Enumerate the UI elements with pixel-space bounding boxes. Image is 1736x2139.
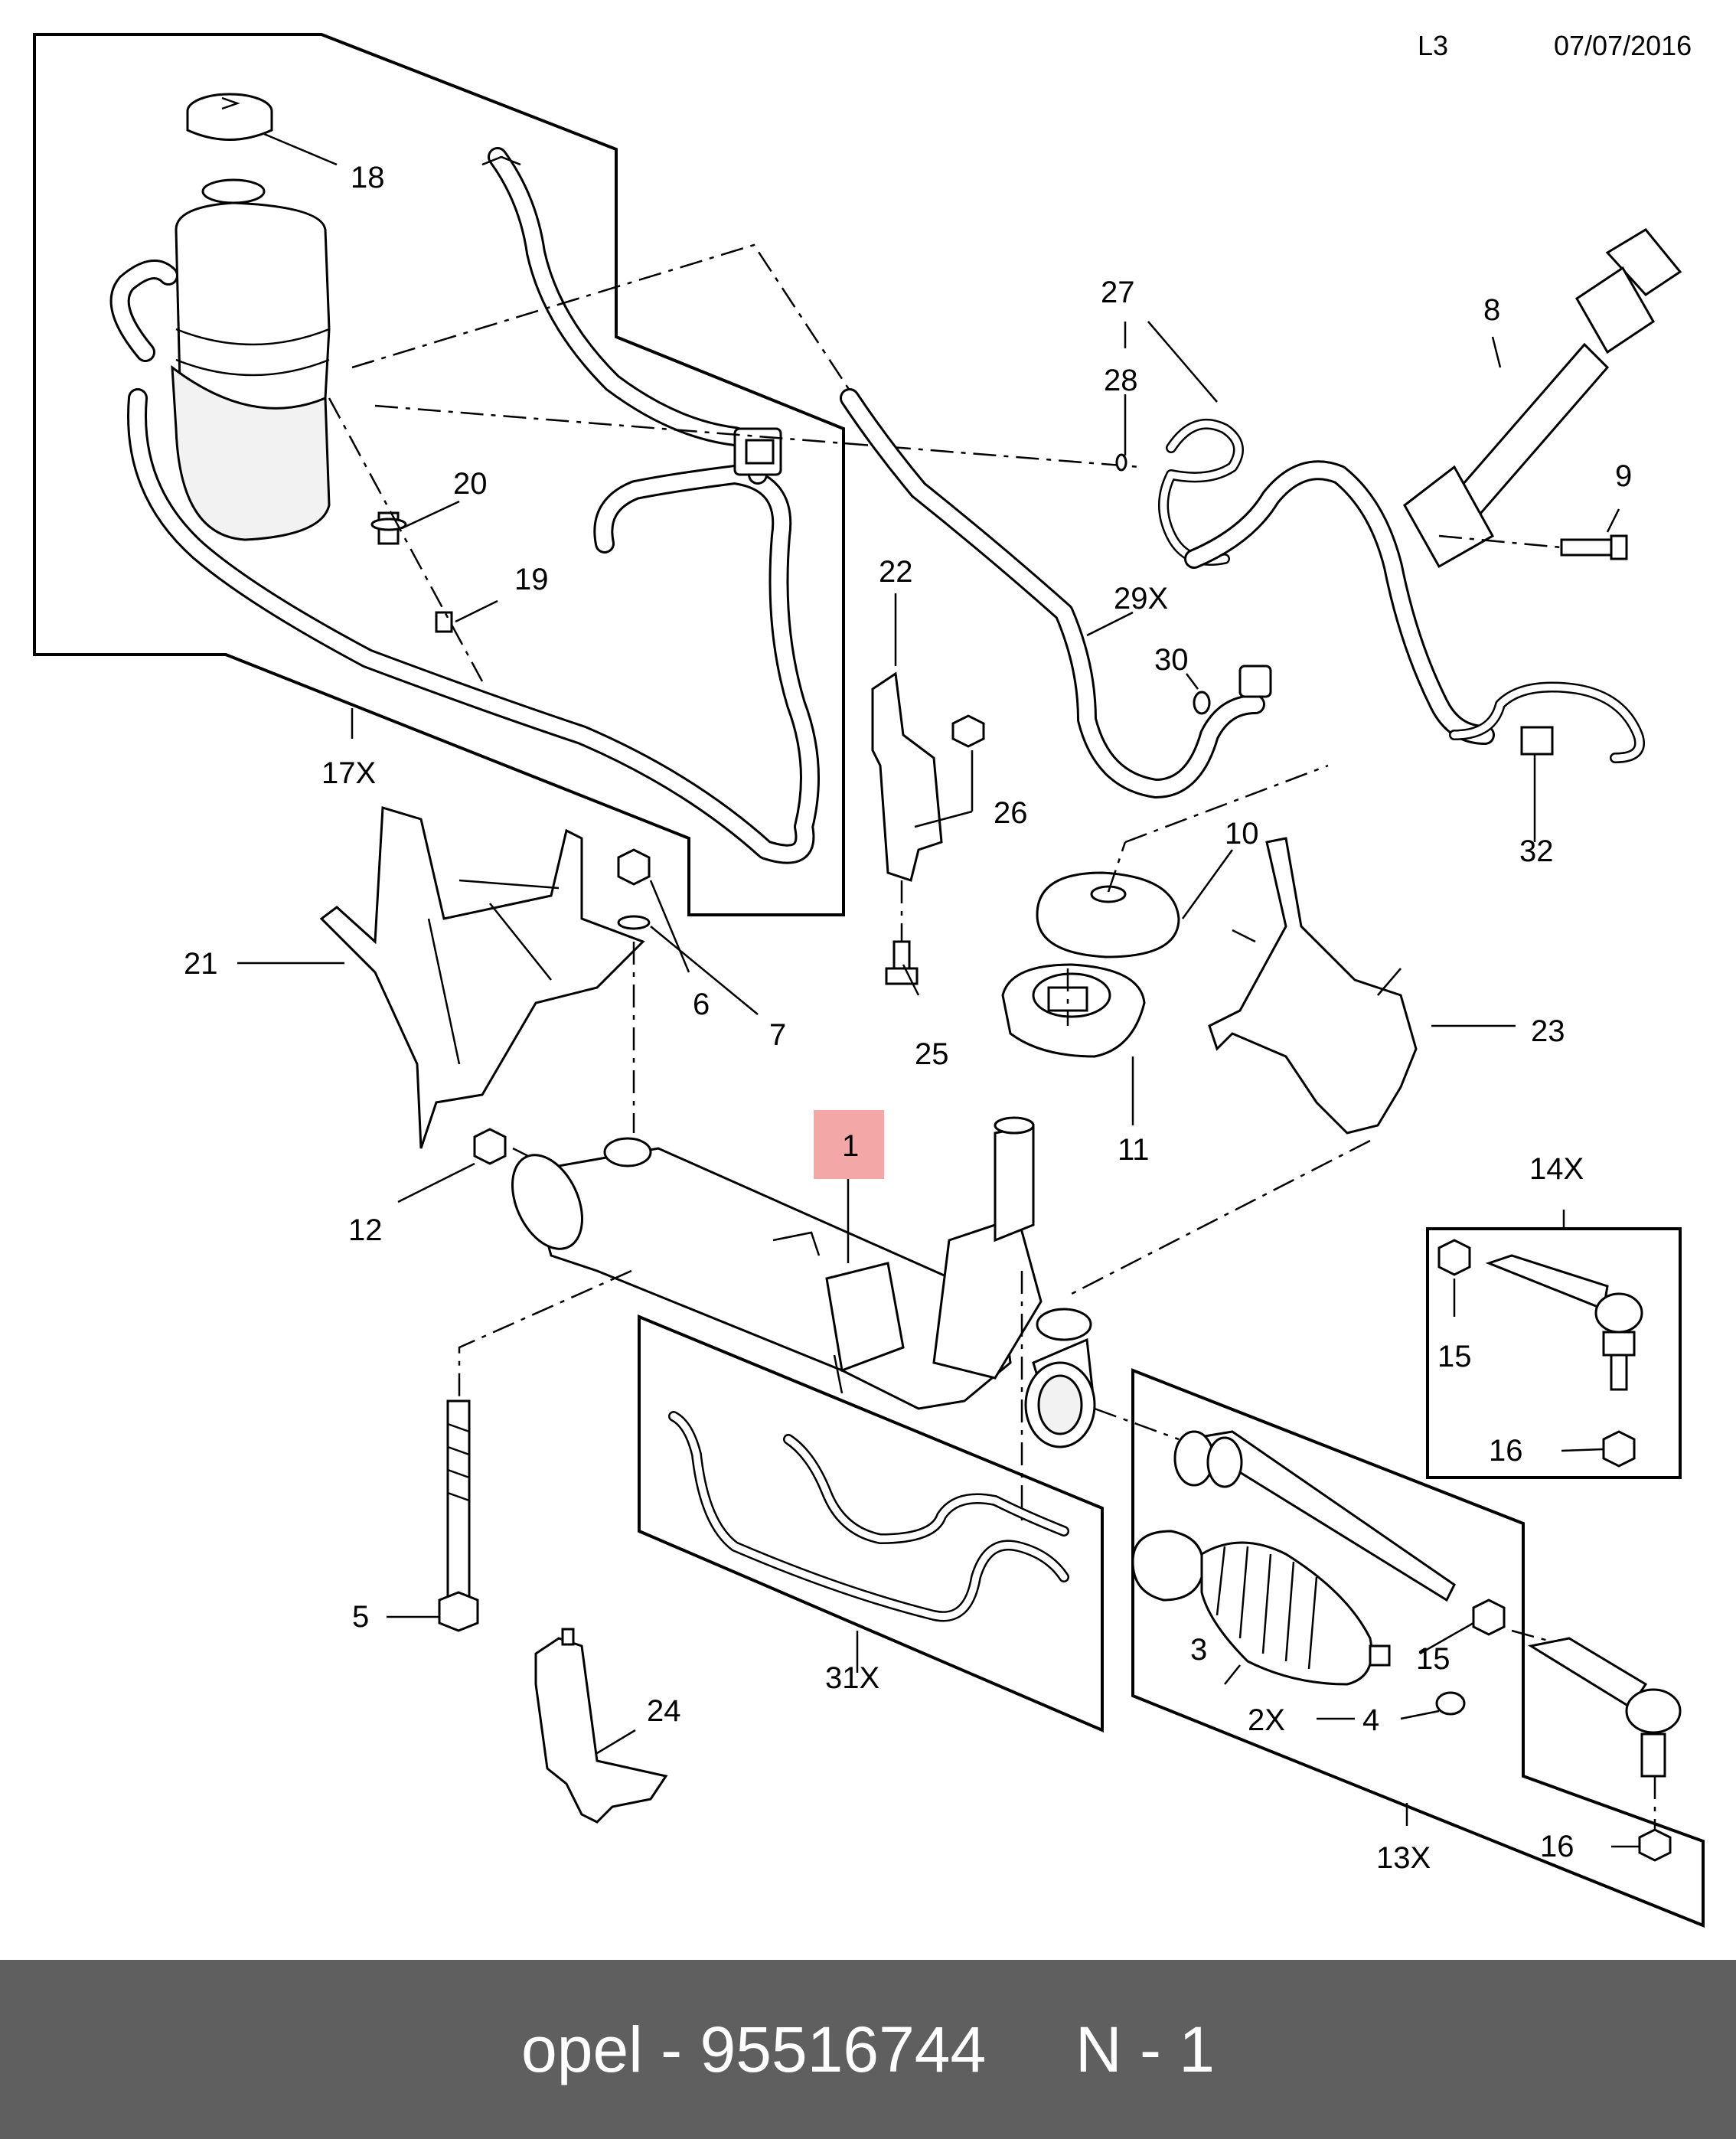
- callout-14x: 14X: [1529, 1152, 1584, 1186]
- nut-part-6: [617, 848, 651, 886]
- callout-20: 20: [453, 467, 488, 501]
- callout-2x: 2X: [1248, 1703, 1285, 1737]
- fitting-hose-end: [1238, 665, 1272, 698]
- callout-1: 1: [842, 1129, 859, 1163]
- callout-32: 32: [1519, 834, 1554, 868]
- nut-part-15-a: [1437, 1239, 1471, 1276]
- callout-13x: 13X: [1376, 1841, 1431, 1875]
- callout-8: 8: [1483, 293, 1500, 327]
- footer-bar: opel - 95516744 N - 1: [0, 1960, 1736, 2139]
- footer-note: N - 1: [1075, 2013, 1215, 2085]
- screw-part-25: [885, 940, 919, 985]
- callout-22: 22: [879, 555, 913, 589]
- oring-part-28: [1115, 453, 1127, 472]
- header-code: L3: [1418, 30, 1448, 61]
- pipe-31x-a: [668, 1411, 1069, 1622]
- outer-tie-rod-end: [1527, 1637, 1682, 1778]
- group-17x-outline: [33, 33, 845, 916]
- callout-29x: 29X: [1114, 582, 1168, 616]
- callout-9: 9: [1615, 459, 1632, 493]
- callout-24: 24: [647, 1694, 681, 1728]
- callout-16-a: 16: [1489, 1434, 1523, 1468]
- leader-dash-17x: [351, 243, 851, 391]
- callout-21: 21: [184, 947, 218, 981]
- callout-5: 5: [352, 1600, 369, 1634]
- steering-rack-part-1: [511, 1116, 1096, 1448]
- oring-part-30: [1193, 691, 1211, 715]
- nut-part-15-b: [1472, 1599, 1506, 1636]
- group-13x-outline: [1131, 1368, 1705, 1928]
- cover-part-10: [1036, 871, 1180, 958]
- callout-26: 26: [994, 796, 1028, 830]
- footer-part-number: 95516744: [700, 2013, 987, 2085]
- callout-31x: 31X: [825, 1661, 879, 1695]
- highlight-part-1: [814, 1110, 884, 1179]
- callout-18: 18: [351, 161, 385, 194]
- callout-27: 27: [1101, 276, 1135, 309]
- callout-23: 23: [1531, 1014, 1565, 1048]
- bracket-part-23: [1208, 837, 1418, 1135]
- tie-rod-end-part-14x: [1485, 1254, 1643, 1391]
- callout-12: 12: [348, 1213, 383, 1247]
- reservoir-cap-part-18: [186, 93, 273, 141]
- callout-25: 25: [915, 1037, 949, 1071]
- callout-30: 30: [1154, 643, 1189, 677]
- steering-parts-diagram: L3 07/07/2016: [33, 30, 1705, 1928]
- group-31x-outline: [638, 1314, 1104, 1733]
- intermediate-shaft-part-8: [1403, 228, 1682, 569]
- callout-19: 19: [514, 563, 549, 596]
- bellows-2x: [1200, 1541, 1391, 1686]
- callout-4: 4: [1362, 1703, 1379, 1737]
- nut-part-12: [473, 1128, 507, 1165]
- nut-part-16-a: [1602, 1430, 1636, 1468]
- callout-15-a: 15: [1437, 1340, 1472, 1373]
- bolt-part-9: [1560, 534, 1628, 560]
- clamp-part-4: [1435, 1691, 1466, 1716]
- callout-10: 10: [1225, 817, 1259, 851]
- group-14x-outline: [1426, 1227, 1682, 1479]
- inner-tie-rod: [1173, 1430, 1456, 1602]
- clip-part-19: [435, 611, 453, 633]
- callout-7: 7: [769, 1018, 786, 1052]
- callout-3: 3: [1190, 1633, 1207, 1667]
- boot-part-3: [1131, 1530, 1205, 1602]
- callout-11: 11: [1118, 1133, 1150, 1167]
- nut-part-26: [951, 714, 985, 748]
- bracket-part-24: [534, 1628, 668, 1824]
- connector-part-32: [1520, 726, 1554, 756]
- reservoir-body: [171, 178, 331, 541]
- washer-part-7: [617, 915, 651, 930]
- callout-17x: 17X: [321, 756, 376, 790]
- footer-brand: opel: [521, 2013, 643, 2085]
- harness-connector: [733, 427, 782, 476]
- fitting-part-20: [370, 511, 407, 545]
- callout-6: 6: [693, 988, 710, 1021]
- callout-15-b: 15: [1416, 1642, 1450, 1676]
- header-date: 07/07/2016: [1554, 30, 1692, 61]
- callout-28: 28: [1104, 364, 1138, 397]
- nut-part-16-b: [1638, 1828, 1672, 1862]
- callout-16-b: 16: [1540, 1830, 1574, 1863]
- bracket-part-21: [319, 806, 645, 1149]
- footer-separator: -: [661, 2013, 683, 2085]
- bracket-part-22: [871, 671, 943, 882]
- boot-part-11: [1001, 963, 1146, 1058]
- bolt-part-5: [438, 1399, 479, 1632]
